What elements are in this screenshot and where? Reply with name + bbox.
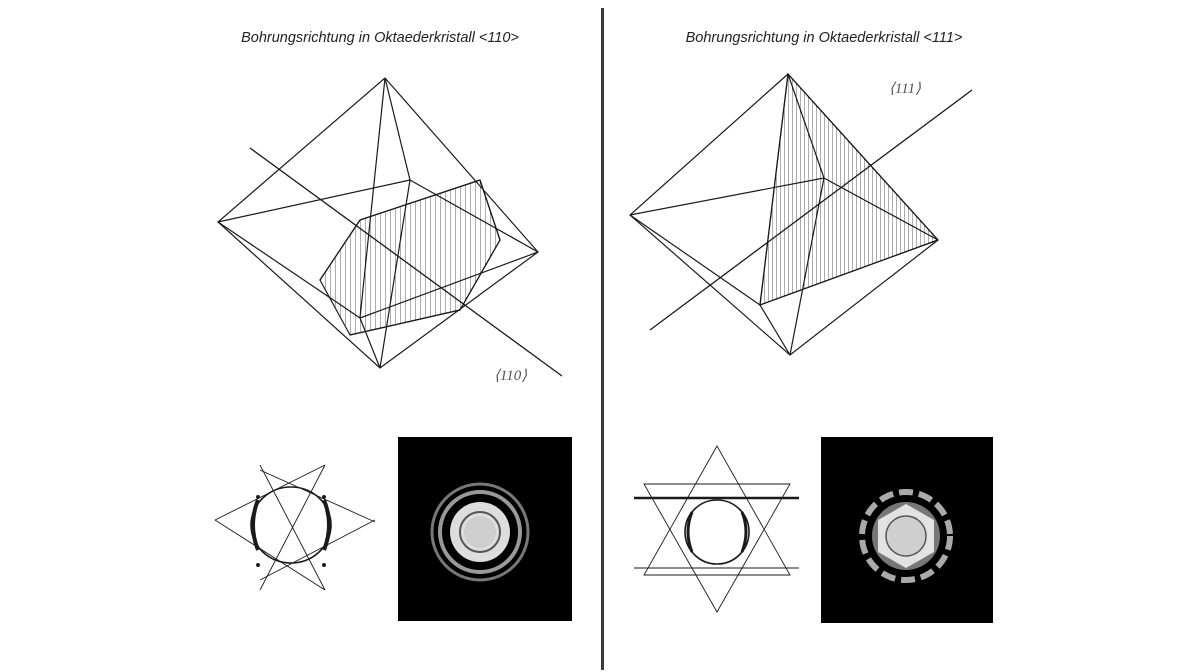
hatched-face-111 [759, 72, 940, 306]
octahedron-110 [217, 77, 563, 377]
panel-title-110: Bohrungsrichtung in Oktaederkristall <11… [241, 30, 519, 46]
panel-110: Bohrungsrichtung in Oktaederkristall <11… [160, 0, 600, 672]
stereogram-110 [214, 464, 376, 591]
octahedron-111-diagram: ⟨111⟩ [629, 72, 993, 623]
direction-label-110: ⟨110⟩ [494, 368, 527, 384]
etch-photo-110 [398, 437, 572, 621]
direction-label-111: ⟨111⟩ [889, 81, 921, 97]
panel-111: Bohrungsrichtung in Oktaederkristall <11… [604, 0, 1044, 672]
panel-title-111: Bohrungsrichtung in Oktaederkristall <11… [685, 30, 963, 46]
axis-110 [249, 147, 563, 377]
axis-111 [649, 89, 973, 331]
panel-divider [601, 8, 604, 670]
octahedron-110-diagram: ⟨110⟩ [214, 77, 572, 621]
stereogram-111 [634, 445, 799, 613]
octahedron-111 [629, 72, 973, 356]
etch-photo-111 [821, 437, 993, 623]
